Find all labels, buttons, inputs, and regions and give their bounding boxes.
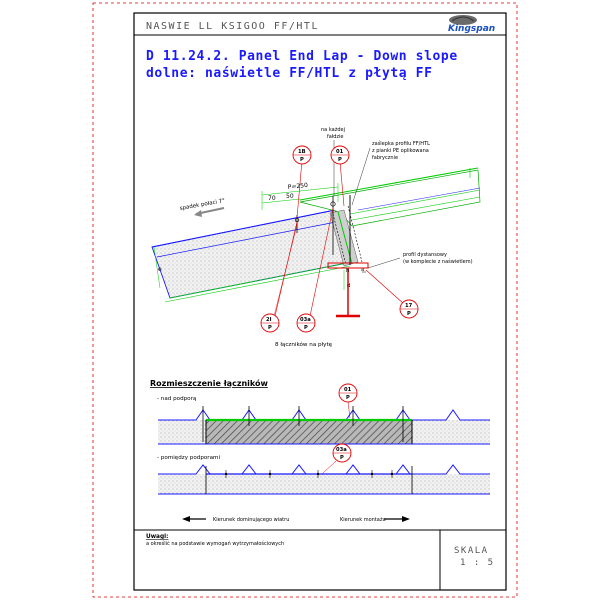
note-profile-3: fabrycznie bbox=[372, 155, 398, 161]
label-between-supports: - pomiędzy podporami bbox=[157, 455, 220, 461]
notes-text: a określić na podstawie wymogań wytrzyma… bbox=[146, 540, 284, 547]
note-top-1: na każdej bbox=[321, 127, 345, 133]
svg-text:Kierunek dominującego wiatru: Kierunek dominującego wiatru bbox=[213, 517, 289, 523]
tag-between-supports: 03a P bbox=[321, 443, 352, 475]
heading-line-2: dolne: naświetle FF/HTL z płytą FF bbox=[146, 66, 433, 81]
svg-text:17: 17 bbox=[405, 303, 413, 309]
svg-text:P: P bbox=[300, 157, 304, 163]
dim-p: P=250 bbox=[287, 182, 308, 191]
outer-frame bbox=[92, 2, 518, 598]
svg-text:2I: 2I bbox=[266, 317, 272, 323]
notes-title: Uwagi: bbox=[146, 534, 168, 540]
svg-text:a: a bbox=[361, 267, 364, 273]
svg-text:P: P bbox=[338, 157, 342, 163]
note-profile-1: zaślepka profilu FF/HTL bbox=[372, 140, 430, 147]
drawing-border bbox=[133, 12, 507, 591]
dim-d: d bbox=[347, 283, 351, 289]
tag-over-support: 01 P bbox=[338, 383, 358, 419]
logo-text: Kingspan bbox=[448, 24, 495, 34]
purlin-over-support bbox=[205, 419, 413, 445]
dim-left: 70 bbox=[268, 195, 276, 202]
label-over-support: - nad podporą bbox=[157, 396, 197, 402]
dim-right: 50 bbox=[286, 193, 294, 200]
kingspan-logo: Kingspan bbox=[448, 15, 495, 34]
svg-text:P: P bbox=[304, 325, 308, 331]
fastener-section-title: Rozmieszczenie łączników bbox=[150, 378, 269, 388]
fastener-section: Rozmieszczenie łączników - nad podporą 0… bbox=[150, 378, 490, 523]
dim-e: e bbox=[158, 266, 162, 273]
svg-text:Kierunek montażu: Kierunek montażu bbox=[340, 517, 386, 523]
svg-text:03a: 03a bbox=[300, 317, 311, 323]
note-top-2: fałdzie bbox=[327, 134, 344, 140]
note-spacer-1: profil dystansowy bbox=[403, 252, 447, 258]
note-bottom: 8 łączników na płytę bbox=[275, 341, 333, 348]
tag-17: 17 P bbox=[399, 299, 419, 319]
scale-label: SKALA bbox=[454, 546, 489, 556]
svg-text:P: P bbox=[346, 395, 350, 401]
svg-text:1B: 1B bbox=[298, 149, 306, 155]
svg-text:03a: 03a bbox=[336, 447, 347, 453]
mount-direction-arrow: Kierunek montażu bbox=[340, 516, 410, 523]
note-profile-2: z pianki PE oplikowana bbox=[372, 148, 429, 154]
scale-value: 1 : 5 bbox=[460, 558, 495, 568]
svg-text:01: 01 bbox=[336, 149, 344, 155]
svg-text:P: P bbox=[407, 311, 411, 317]
dim-h: h bbox=[346, 268, 350, 274]
main-detail: P=250 70 50 e h d a spadek połaci 7° na … bbox=[151, 127, 481, 348]
note-spacer-2: (w komplecie z naświetlem) bbox=[403, 258, 473, 265]
svg-text:P: P bbox=[340, 455, 344, 461]
title-block: Uwagi: a określić na podstawie wymogań w… bbox=[134, 529, 506, 590]
svg-text:P: P bbox=[268, 325, 272, 331]
tag-03a: 03a P bbox=[296, 313, 316, 333]
tag-1b: 1B P bbox=[292, 145, 312, 165]
heading-line-1: D 11.24.2. Panel End Lap - Down slope bbox=[146, 49, 458, 64]
svg-text:01: 01 bbox=[344, 387, 352, 393]
tag-01: 01 P bbox=[330, 145, 350, 165]
header-title: NASWIE LL KSIGOO FF/HTL bbox=[146, 21, 319, 32]
wind-direction-arrow: Kierunek dominującego wiatru bbox=[182, 516, 289, 523]
tag-2i: 2I P bbox=[260, 313, 280, 333]
